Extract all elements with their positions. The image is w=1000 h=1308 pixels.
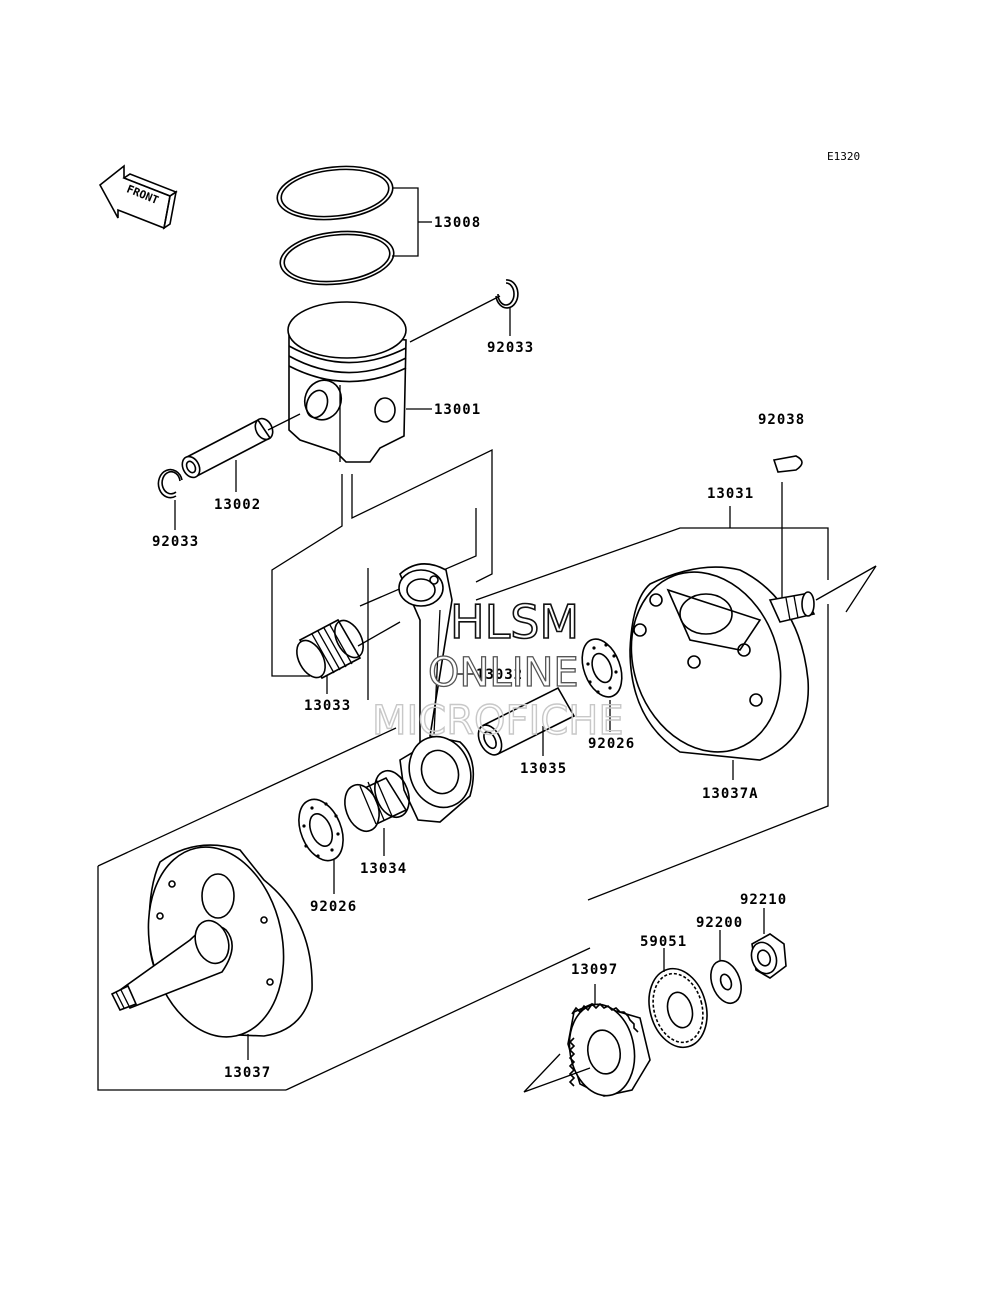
part-label-92026-left: 92026: [310, 899, 357, 915]
part-label-92026-right: 92026: [588, 736, 635, 752]
circlip-left-icon: [157, 468, 183, 499]
piston-pin-icon: [181, 417, 274, 479]
part-label-13037: 13037: [224, 1065, 271, 1081]
watermark: HLSM ONLINE MICROFICHE: [371, 594, 624, 745]
part-label-13033: 13033: [304, 698, 351, 714]
part-label-13035: 13035: [520, 761, 567, 777]
watermark-line-1: HLSM: [450, 595, 579, 649]
part-label-59051: 59051: [640, 934, 687, 950]
diagram-ref-code: E1320: [827, 150, 860, 163]
small-end-bearing-icon: [296, 618, 364, 680]
part-label-13032: 13032: [476, 667, 523, 683]
part-label-92200: 92200: [696, 915, 743, 931]
front-arrow-icon: FRONT: [98, 164, 178, 230]
primary-gear-icon: [567, 1002, 651, 1097]
part-label-13001: 13001: [434, 402, 481, 418]
part-label-13002: 13002: [214, 497, 261, 513]
part-label-92033-left: 92033: [152, 534, 199, 550]
thrust-washer-left-icon: [298, 798, 344, 862]
crank-pin-icon: [477, 686, 576, 756]
part-label-13037A: 13037A: [702, 786, 759, 802]
big-end-bearing-icon: [344, 769, 410, 833]
part-label-92038: 92038: [758, 412, 805, 428]
circlip-top-icon: [495, 279, 519, 309]
flange-nut-icon: [750, 933, 787, 979]
washer-icon: [710, 959, 742, 1005]
crankshaft-left-half-icon: [110, 844, 313, 1038]
part-label-13034: 13034: [360, 861, 407, 877]
crank-gear-icon: [648, 967, 708, 1049]
thrust-washer-right-icon: [581, 638, 623, 698]
part-label-13008: 13008: [434, 215, 481, 231]
crankshaft-right-half-icon: [629, 566, 816, 761]
watermark-line-2: ONLINE: [428, 650, 579, 696]
part-label-13031: 13031: [707, 486, 754, 502]
part-label-92210: 92210: [740, 892, 787, 908]
connecting-rod-icon: [398, 563, 475, 823]
part-label-13097: 13097: [571, 962, 618, 978]
part-label-92033-top: 92033: [487, 340, 534, 356]
piston-icon: [287, 301, 407, 463]
piston-rings-icon: [276, 165, 395, 286]
watermark-line-3: MICROFICHE: [372, 698, 624, 744]
woodruff-key-icon: [772, 455, 803, 473]
